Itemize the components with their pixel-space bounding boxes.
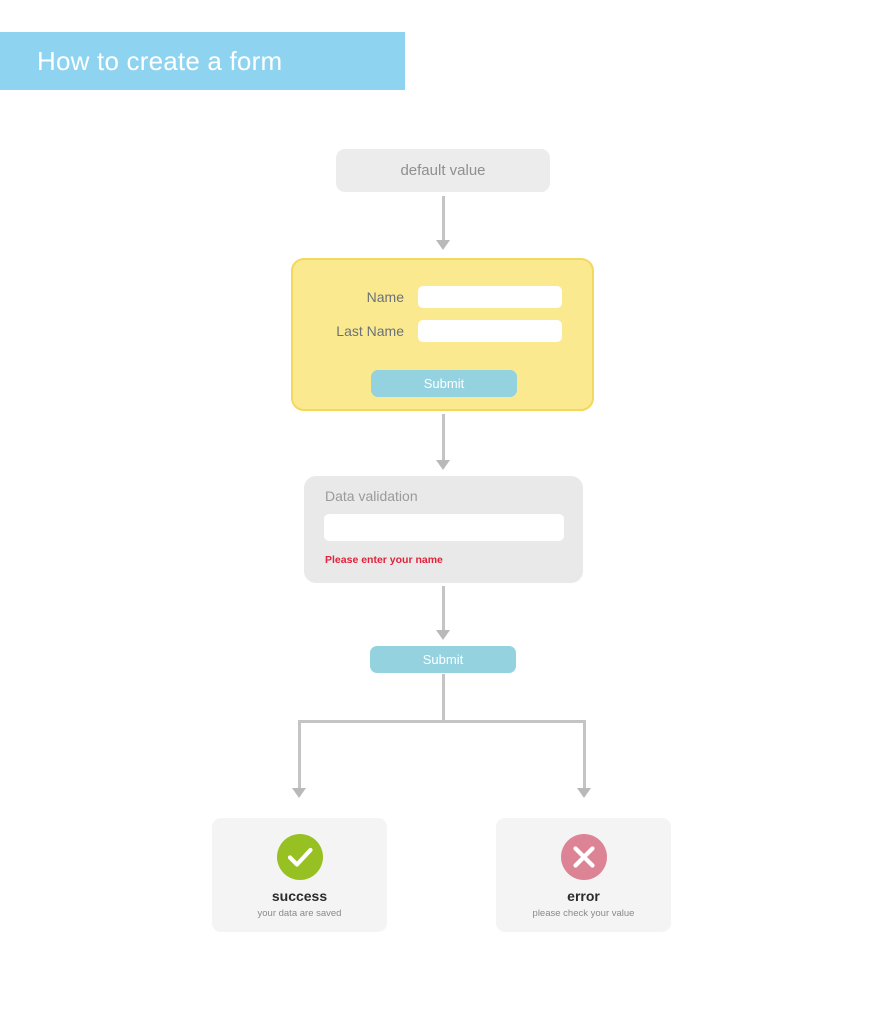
error-result-card: error please check your value [496, 818, 671, 932]
arrow-head-error-icon [577, 788, 591, 798]
form-row-last-name: Last Name [326, 320, 566, 342]
check-circle-icon [276, 834, 323, 880]
connector-validation-to-submit [442, 586, 445, 632]
arrow-head-success-icon [292, 788, 306, 798]
connector-branch-left [298, 720, 301, 790]
connector-branch-bar [298, 720, 586, 723]
data-validation-input[interactable] [324, 514, 564, 541]
connector-branch-trunk [442, 674, 445, 723]
success-subtitle: your data are saved [257, 908, 342, 919]
arrow-head-form-to-validation-icon [436, 460, 450, 470]
form-row-name: Name [326, 286, 566, 308]
connector-form-to-validation [442, 414, 445, 462]
error-subtitle: please check your value [532, 908, 635, 919]
data-validation-title: Data validation [325, 488, 418, 504]
page-title: How to create a form [37, 46, 283, 76]
data-validation-card: Data validation Please enter your name [304, 476, 583, 583]
error-title: error [567, 888, 600, 904]
connector-branch-right [583, 720, 586, 790]
name-label: Name [366, 289, 404, 305]
last-name-label: Last Name [336, 323, 404, 339]
form-card: Name Last Name Submit [291, 258, 594, 411]
form-submit-button[interactable]: Submit [371, 370, 517, 397]
validation-error-message: Please enter your name [325, 554, 443, 566]
last-name-input[interactable] [418, 320, 562, 342]
x-circle-icon [560, 834, 607, 880]
header-banner: How to create a form [0, 32, 405, 90]
arrow-head-validation-to-submit-icon [436, 630, 450, 640]
standalone-submit-button[interactable]: Submit [370, 646, 516, 673]
default-value-box: default value [336, 149, 550, 192]
arrow-head-default-to-form-icon [436, 240, 450, 250]
connector-default-to-form [442, 196, 445, 242]
success-title: success [271, 888, 328, 904]
default-value-label: default value [400, 162, 486, 179]
name-input[interactable] [418, 286, 562, 308]
success-result-card: success your data are saved [212, 818, 387, 932]
